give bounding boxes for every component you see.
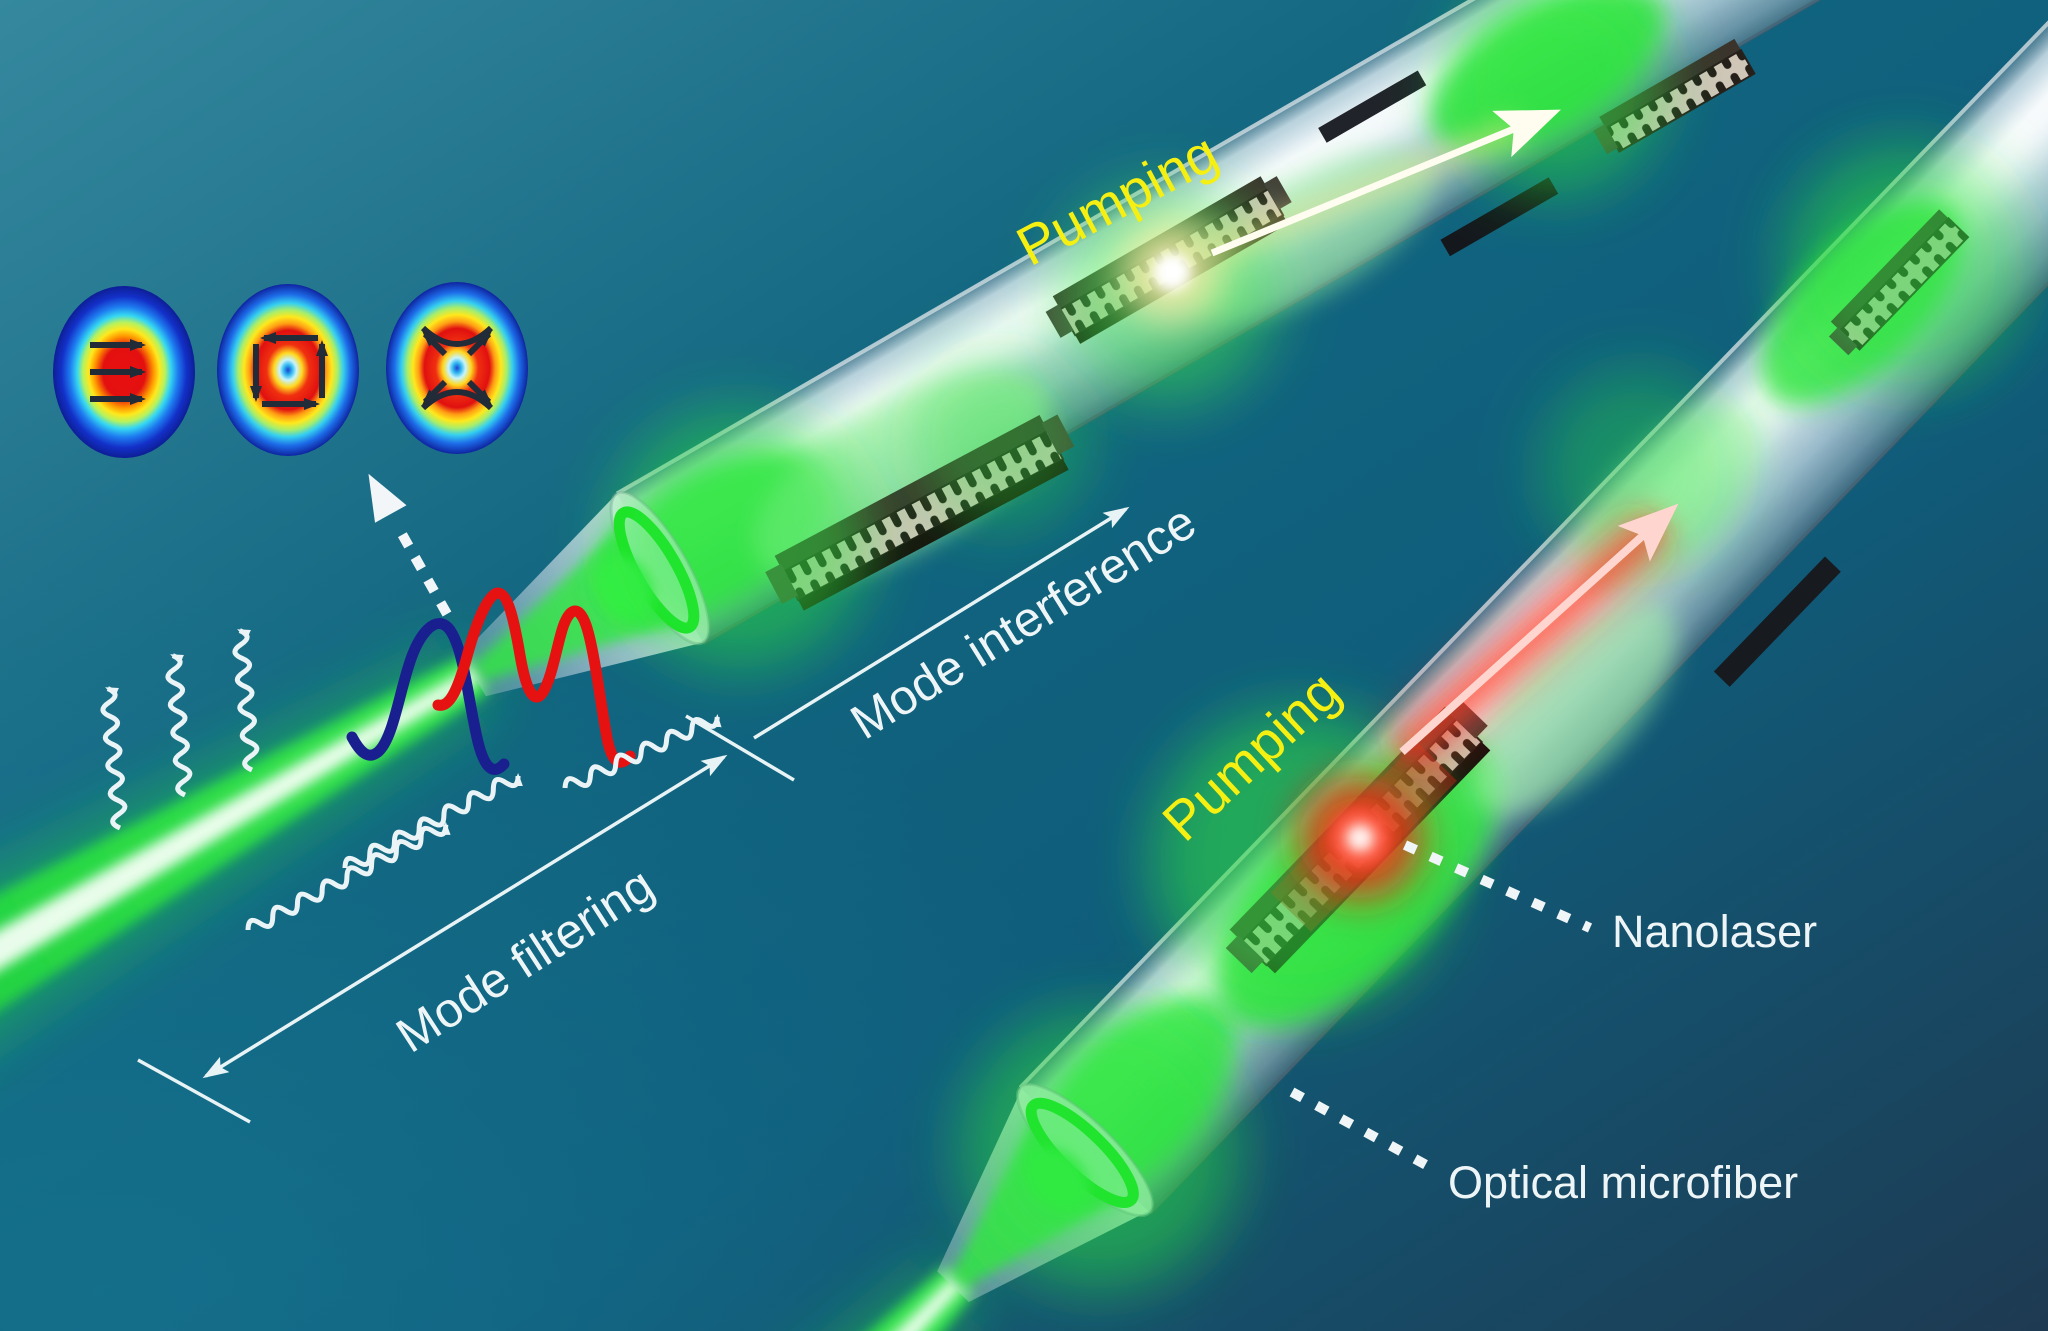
- green-glow: [1785, 145, 2025, 385]
- pump-hotspot: [1153, 253, 1191, 291]
- green-glow: [960, 1010, 1240, 1290]
- fundamental-mode-icon: [53, 286, 195, 458]
- azimuthal-mode-icon: [217, 284, 359, 456]
- mode-interference-span-arrow: [753, 506, 1130, 740]
- radial-mode-icon: [386, 282, 528, 454]
- green-spot: [1469, 602, 1677, 814]
- device-tab: [1263, 176, 1292, 210]
- green-glow: [610, 410, 870, 670]
- spectrum-curve-red: [432, 587, 636, 768]
- mode-intensity-map: [386, 282, 528, 454]
- green-glow: [1540, 370, 1740, 570]
- dashed-arrow-head: [368, 473, 407, 523]
- near-side-device: [1440, 177, 1559, 257]
- dimension-annotations: [137, 506, 1130, 1124]
- green-beam-core: [0, 666, 483, 1331]
- fiber-near-edge: [1149, 89, 2048, 1215]
- mode-intensity-map: [217, 284, 359, 456]
- fiber-core-highlight: [665, 0, 2006, 545]
- mode-profiles: [53, 282, 528, 458]
- extension-tick: [685, 714, 795, 782]
- green-glow: [910, 350, 1090, 530]
- dashed-arrow-line: [393, 524, 452, 617]
- far-side-device: [1318, 70, 1427, 143]
- wavy-arrow-up: [165, 653, 193, 798]
- red-hotspot: [1346, 824, 1374, 852]
- wavy-arrow-up: [232, 628, 260, 773]
- nanolaser-callout-dotted: [1402, 840, 1593, 933]
- fiber-far-edge: [616, 0, 1969, 496]
- mode-filtering-span-arrow: [202, 754, 728, 1079]
- pump-propagation-arrow: [1210, 109, 1561, 257]
- extension-tick: [137, 1058, 251, 1124]
- wavy-arrow-up: [100, 686, 128, 831]
- laser-emission-arrow: [1399, 503, 1679, 755]
- near-side-device: [1713, 556, 1841, 687]
- optical-microfiber-label: Optical microfiber: [1448, 1157, 1798, 1208]
- nanolaser-label: Nanolaser: [1612, 906, 1817, 957]
- spectrum-curve-blue: [346, 618, 510, 775]
